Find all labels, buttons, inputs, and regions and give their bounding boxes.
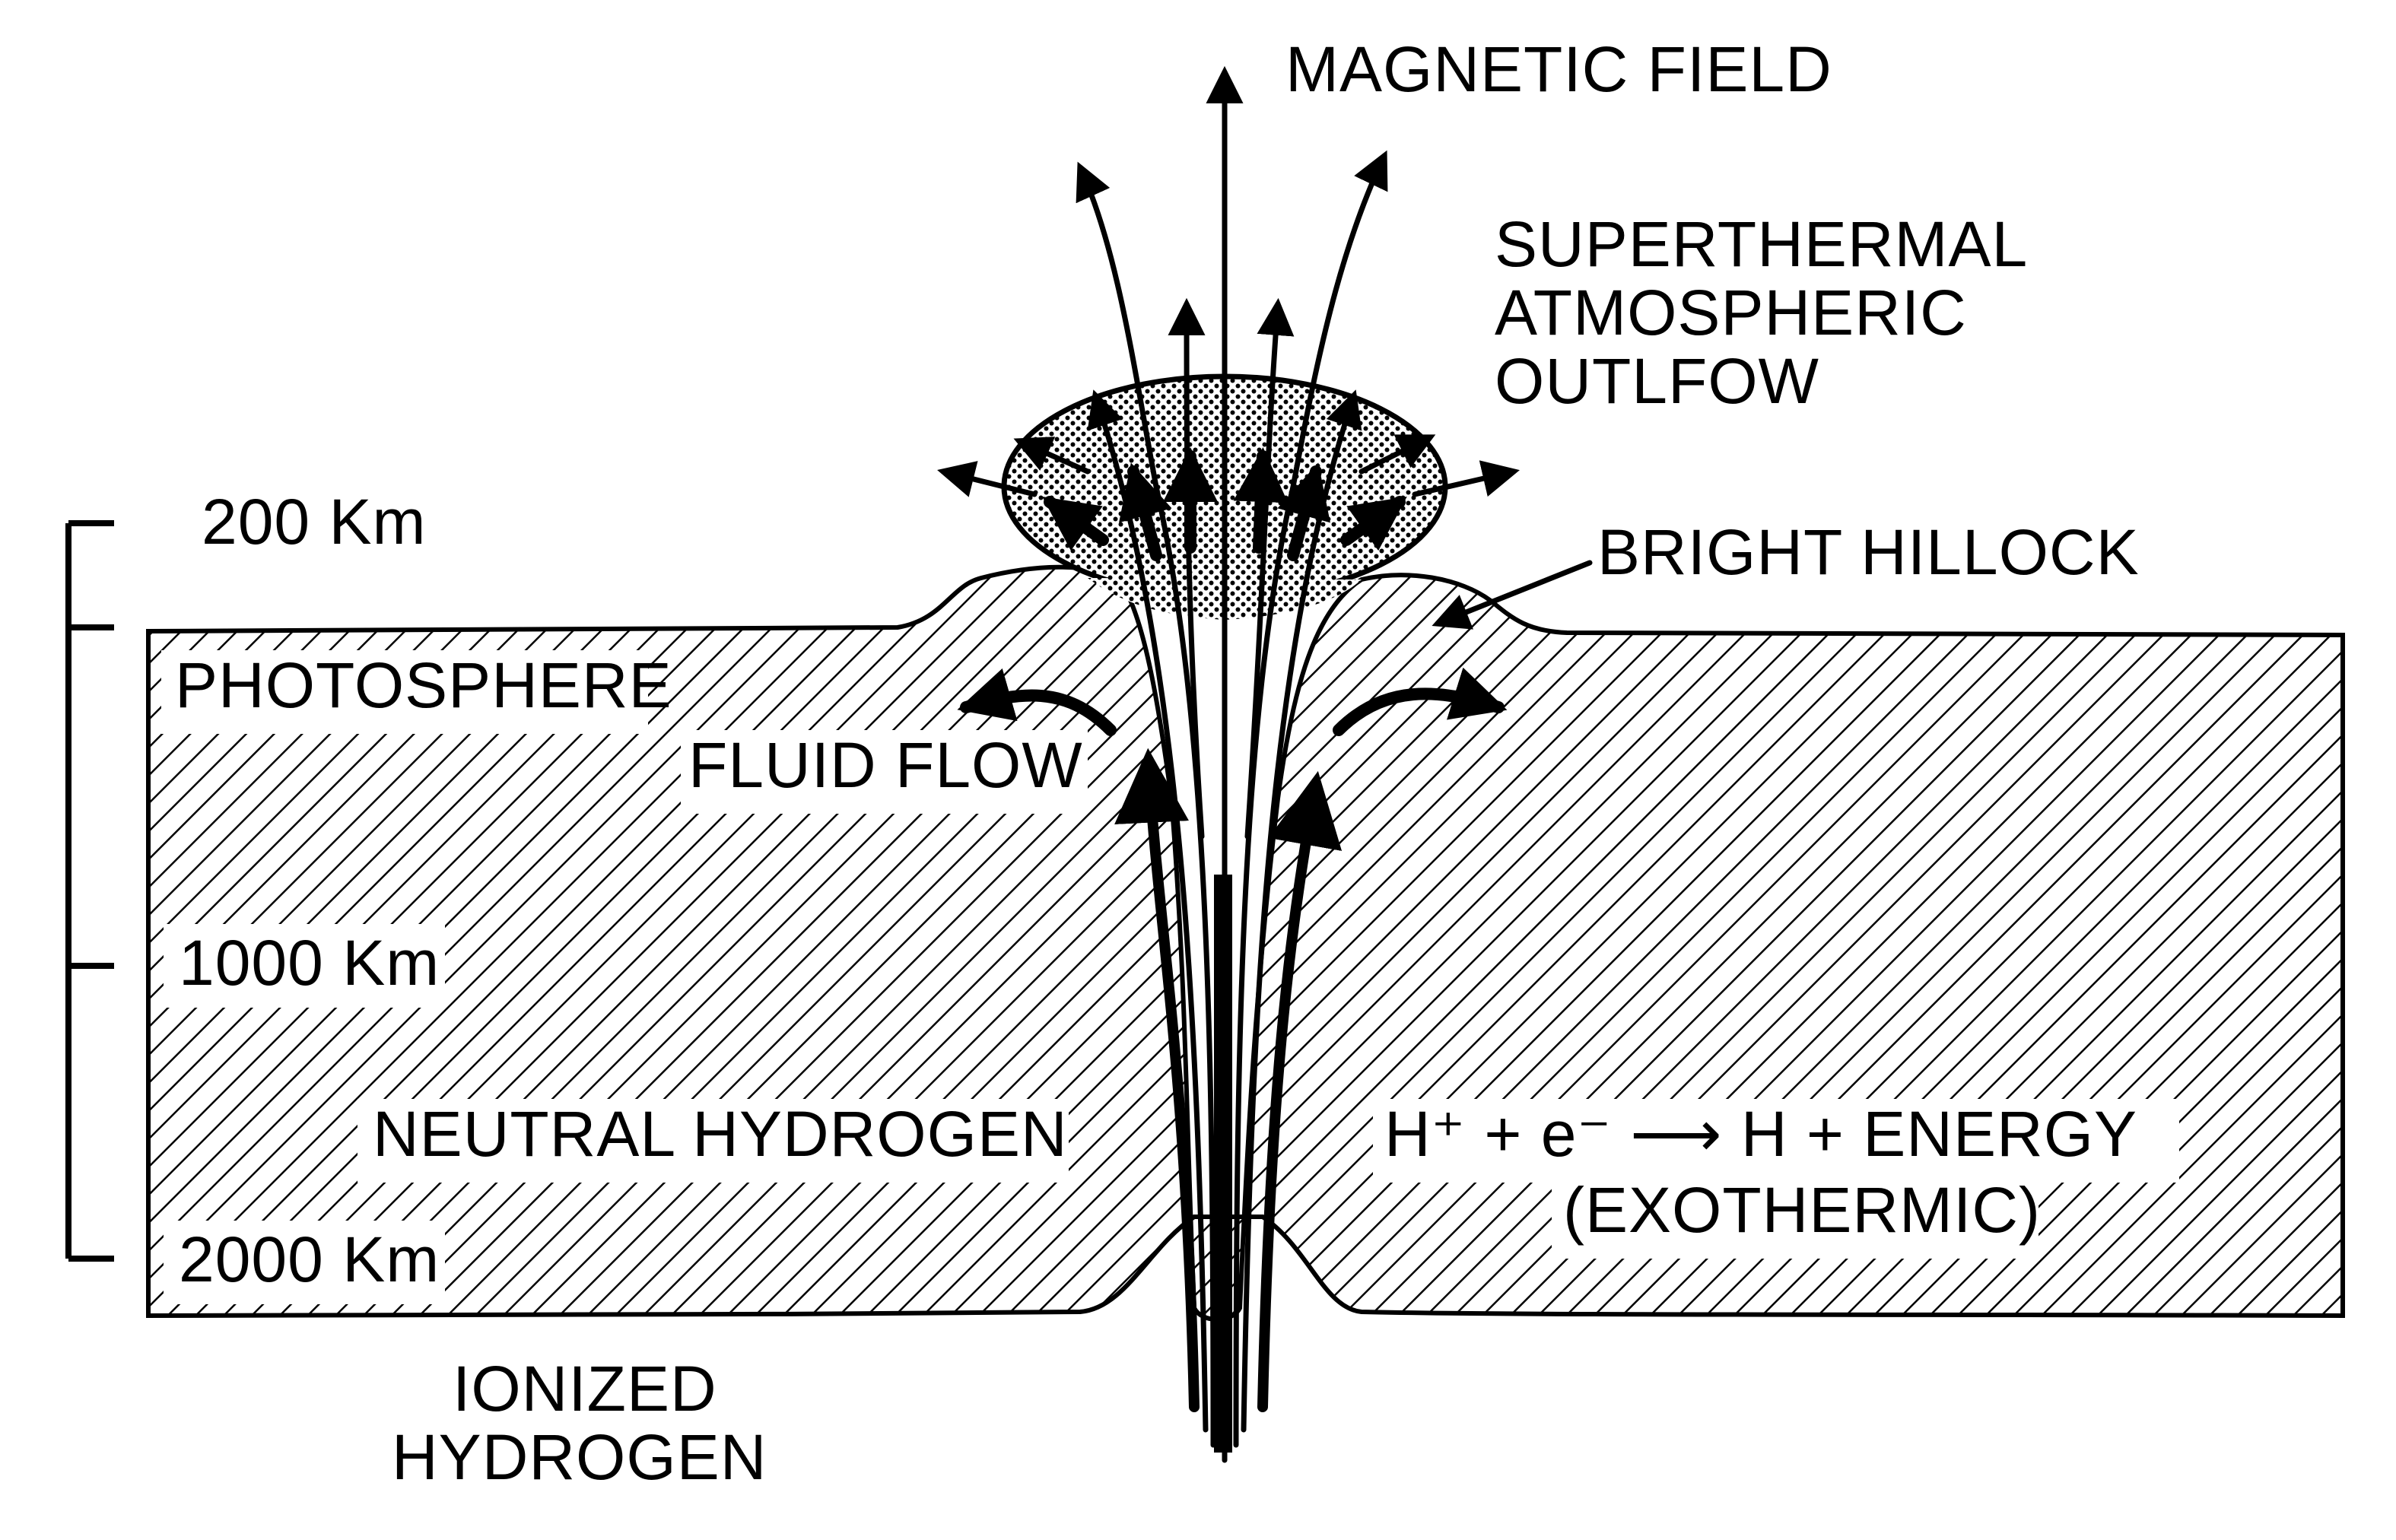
scale-1000-label: 1000 Km <box>179 927 440 999</box>
exothermic-label: (EXOTHERMIC) <box>1563 1174 2041 1246</box>
ionized-label-line1: IONIZED <box>453 1353 717 1424</box>
reaction-label: H⁺ + e⁻ ⟶ H + ENERGY <box>1384 1098 2137 1170</box>
outflow-label-line3: OUTLFOW <box>1495 345 1819 417</box>
scale-2000-label: 2000 Km <box>179 1224 440 1295</box>
fluid-flow-label: FLUID FLOW <box>688 729 1083 801</box>
bright-hillock-leader <box>1432 560 1593 630</box>
photosphere-label: PHOTOSPHERE <box>175 649 672 721</box>
fluid-flow-arrows <box>957 667 1508 1412</box>
magnetic-field-label: MAGNETIC FIELD <box>1285 33 1832 105</box>
scale-200-label: 200 Km <box>202 486 427 557</box>
ionized-label-line2: HYDROGEN <box>392 1421 767 1493</box>
outflow-label-line2: ATMOSPHERIC <box>1495 277 1967 348</box>
neutral-hydrogen-label: NEUTRAL HYDROGEN <box>373 1098 1068 1170</box>
height-scale <box>65 520 114 1262</box>
bright-hillock-label: BRIGHT HILLOCK <box>1597 516 2140 588</box>
outflow-arrows <box>937 434 1520 561</box>
outflow-label-line1: SUPERTHERMAL <box>1495 208 2028 280</box>
flux-tube-core <box>1214 875 1232 1453</box>
